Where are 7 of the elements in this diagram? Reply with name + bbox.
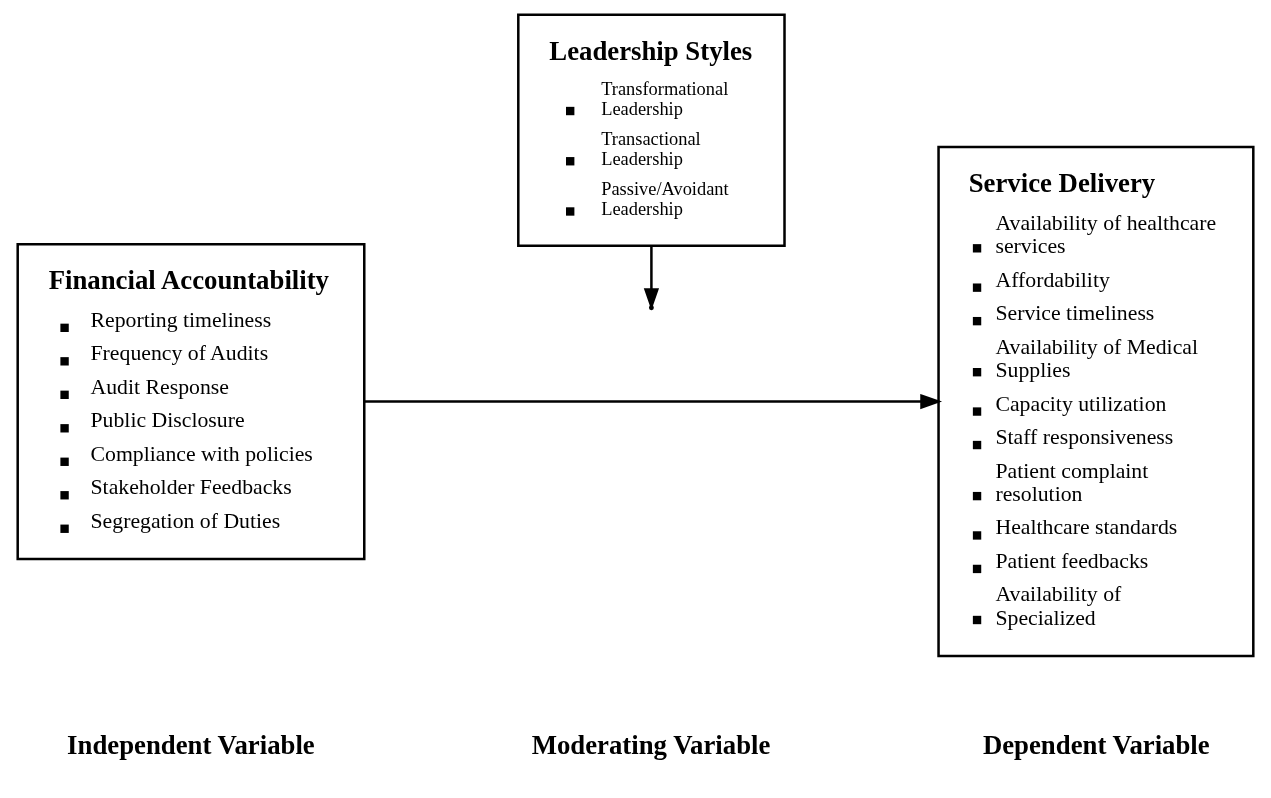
label: Dependent Variable	[982, 730, 1210, 761]
label: Moderating Variable	[531, 730, 771, 761]
node-box: Leadership Styles Transformational Leadership Transactional Leadership Passive/Avoidant Leadership	[517, 13, 786, 248]
label: Independent Variable	[67, 730, 315, 761]
node-box: Financial Accountability Reporting timeliness Frequency of Audits Audit Response Public Disclosure Compliance with policies Stakeholder Feedbacks Segregation of Duties	[16, 242, 366, 561]
arrow	[364, 393, 943, 410]
node-box: Service Delivery Availability of healthcare services Affordability Service timeliness Availability of Medical Supplies Capacity utilization Staff responsiveness Patient complaint resolution Healthcare standards Patient feedbacks Availability of Specialized	[937, 145, 1255, 658]
